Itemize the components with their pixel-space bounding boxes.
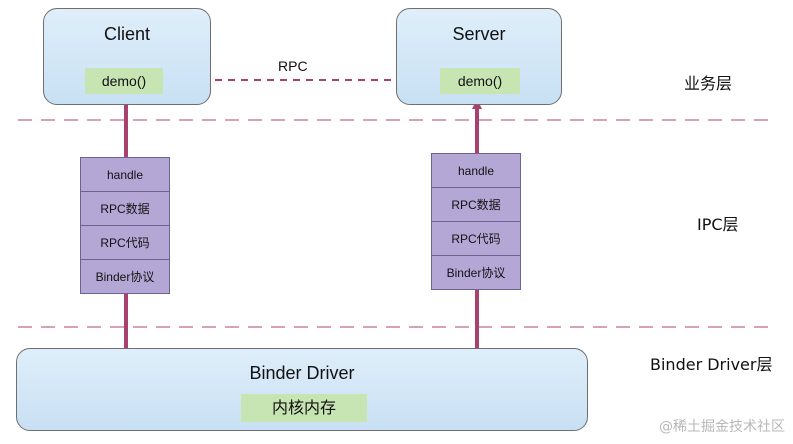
layer-label-ipc: IPC层 <box>697 215 739 234</box>
server-stack-rpc-data: RPC数据 <box>431 187 521 222</box>
server-stack-rpc-code: RPC代码 <box>431 221 521 256</box>
client-box: Client demo() <box>43 8 211 105</box>
server-box: Server demo() <box>396 8 562 105</box>
layer-label-driver: Binder Driver层 <box>650 355 773 374</box>
client-ipc-stack: handle RPC数据 RPC代码 Binder协议 <box>80 157 170 294</box>
client-title: Client <box>103 24 151 44</box>
server-demo-func: demo() <box>440 68 520 94</box>
client-stack-handle: handle <box>80 157 170 192</box>
client-stack-binder-protocol: Binder协议 <box>80 259 170 294</box>
rpc-label: RPC <box>278 58 308 74</box>
server-title: Server <box>452 24 506 44</box>
server-ipc-stack: handle RPC数据 RPC代码 Binder协议 <box>431 153 521 290</box>
client-demo-func: demo() <box>85 68 163 94</box>
client-stack-rpc-code: RPC代码 <box>80 225 170 260</box>
layer-label-business: 业务层 <box>684 74 733 93</box>
client-stack-rpc-data: RPC数据 <box>80 191 170 226</box>
kernel-memory: 内核内存 <box>241 394 367 422</box>
binder-driver-title: Binder Driver <box>249 363 355 383</box>
watermark: @稀土掘金技术社区 <box>659 419 785 435</box>
server-stack-binder-protocol: Binder协议 <box>431 255 521 290</box>
server-stack-handle: handle <box>431 153 521 188</box>
